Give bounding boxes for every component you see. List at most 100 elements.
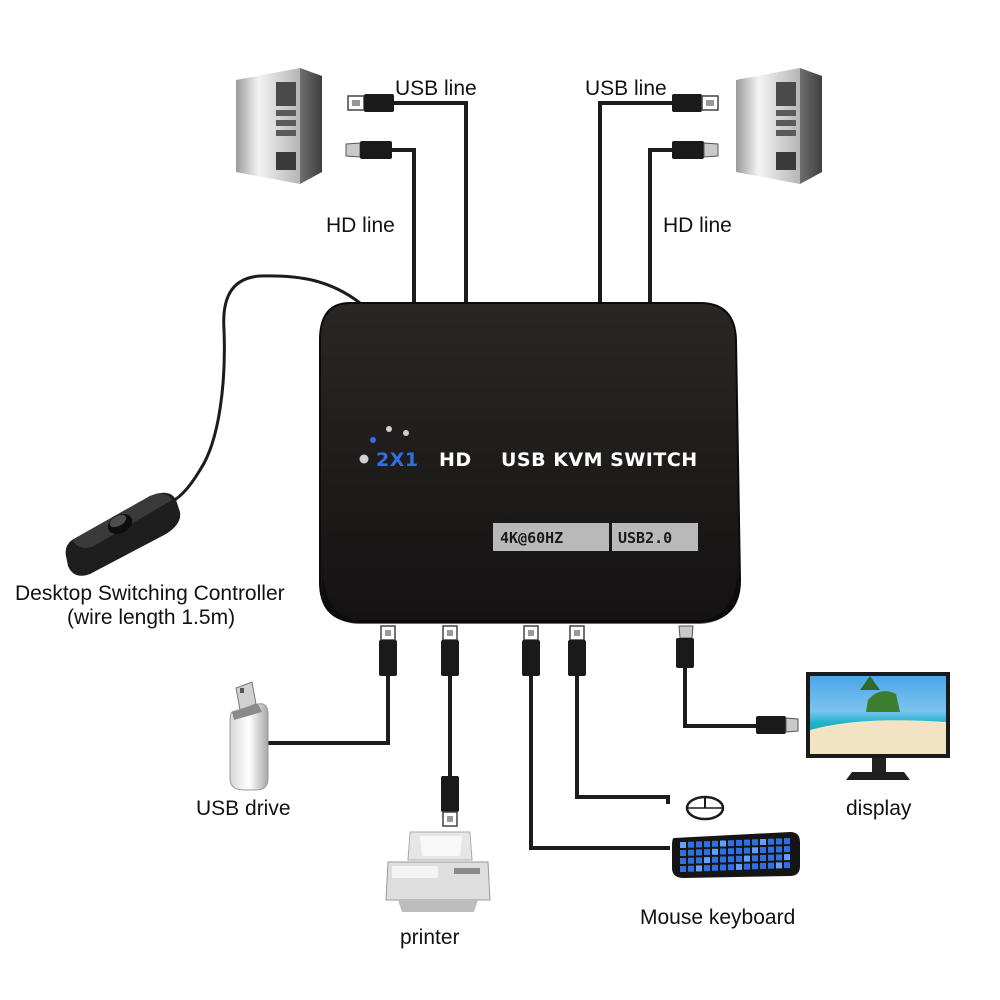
keyboard-key [760,839,766,845]
keyboard-key [712,856,718,863]
usb-line-right-label: USB line [585,77,667,100]
keyboard-key [752,863,758,870]
keyboard-key [760,847,766,853]
keyboard-key [752,839,758,846]
keyboard-key [784,846,790,853]
keyboard-key [728,864,734,871]
keyboard-key [752,847,758,854]
desktop-switch-controller-icon [65,492,181,576]
keyboard-key [736,839,742,846]
keyboard-key [784,854,790,861]
keyboard-key [728,848,734,855]
display-cable [683,666,760,728]
keyboard-key [688,849,694,856]
usb-plug-printer-top-icon [441,625,459,676]
keyboard-key [728,840,734,847]
indicator-dot-icon [370,437,376,443]
usb-drive-cable [268,676,390,745]
indicator-dot-icon [403,430,409,436]
printer-label: printer [400,926,460,949]
usb-plug-left-icon [347,94,394,112]
usb-plug-drive-icon [379,625,397,676]
computer-tower-left-icon [236,68,322,184]
keyboard-key [680,866,686,872]
keyboard-key [752,855,758,862]
keyboard-key [712,840,718,847]
keyboard-key [680,842,686,848]
keyboard-key [736,847,742,854]
keyboard-key [744,855,750,862]
keyboard-key [776,862,782,869]
computer-tower-right-icon [736,68,822,184]
keyboard-key [680,850,686,856]
keyboard-key [768,862,774,869]
mouse-keyboard-label: Mouse keyboard [640,906,795,929]
mouse-cable [575,676,670,804]
hdmi-plug-right-icon [672,141,719,159]
resolution-badge [493,523,609,551]
indicator-dot-icon [386,426,392,432]
keyboard-key [720,864,726,871]
keyboard-key [720,840,726,847]
hd-cable-left [392,148,416,303]
keyboard-key [776,838,782,845]
hdmi-plug-display-top-icon [676,625,694,668]
keyboard-key [744,847,750,854]
keyboard-key [728,856,734,863]
keyboard-cable [529,676,670,850]
keyboard-key [696,857,702,864]
hd-cable-right [648,148,672,303]
controller-wire-length: (wire length 1.5m) [67,606,235,629]
usb-drive-label: USB drive [196,797,291,820]
keyboard-key [688,841,694,848]
usb-cable-left [392,101,468,303]
hd-line-left-label: HD line [326,214,395,237]
keyboard-key [768,838,774,845]
usb-plug-keyboard-icon [522,625,540,676]
usb-cable-right [598,101,672,303]
hdmi-plug-display-side-icon [756,716,799,734]
keyboard-key [736,863,742,870]
usb-plug-mouse-icon [568,625,586,676]
keyboard-key [768,846,774,853]
keyboard-key [720,856,726,863]
kvm-switch-device: 2X1 HD USB KVM SWITCH 4K@60HZ USB2.0 [319,302,742,624]
keyboard-key [712,848,718,855]
printer-icon [385,831,491,912]
keyboard-key [704,849,710,856]
keyboard-key [712,864,718,871]
controller-label: Desktop Switching Controller [15,582,285,605]
device-model-prefix: 2X1 [376,449,419,471]
keyboard-key [776,854,782,861]
keyboard-key [744,863,750,870]
keyboard-icon [672,832,800,878]
power-led-icon [359,454,369,464]
keyboard-key [704,857,710,864]
mouse-icon [685,795,725,821]
hdmi-plug-left-icon [345,141,392,159]
keyboard-key [760,855,766,861]
keyboard-key [688,857,694,864]
keyboard-key [696,865,702,872]
hd-line-right-label: HD line [663,214,732,237]
controller-cable [163,274,361,508]
keyboard-key [784,862,790,869]
keyboard-key [784,838,790,845]
device-name: USB KVM SWITCH [501,449,698,471]
keyboard-key [696,849,702,856]
keyboard-key [776,846,782,853]
device-hd-text: HD [439,449,472,471]
keyboard-key [720,848,726,855]
usb-line-left-label: USB line [395,77,477,100]
usb-drive-icon [229,681,269,791]
display-monitor-icon [806,672,950,780]
usb-version-badge-text: USB2.0 [618,529,672,547]
keyboard-key [680,858,686,864]
keyboard-key [688,865,694,872]
display-label: display [846,797,912,820]
resolution-badge-text: 4K@60HZ [500,529,563,547]
keyboard-key [768,854,774,861]
usb-plug-printer-bottom-icon [441,776,459,827]
keyboard-key [760,863,766,869]
